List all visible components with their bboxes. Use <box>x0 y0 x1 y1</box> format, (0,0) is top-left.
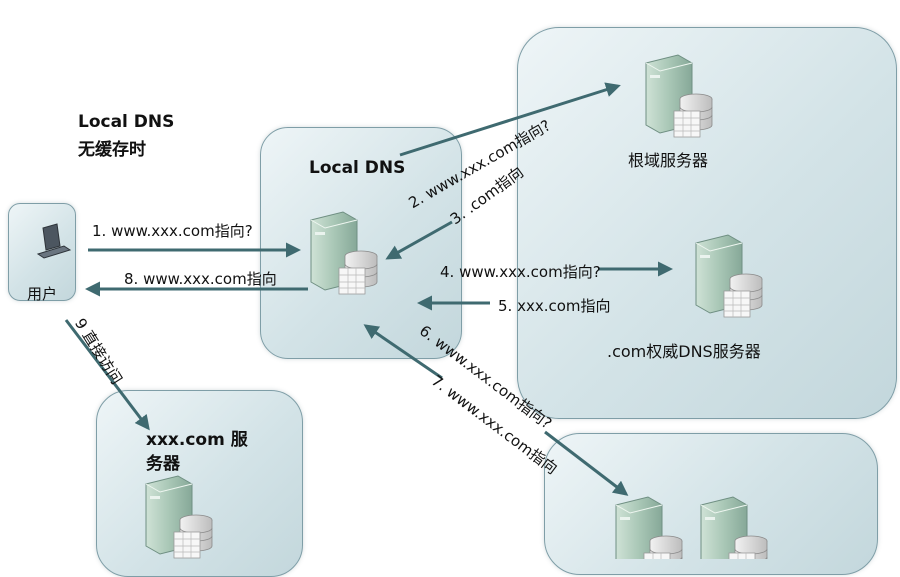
authority-panel <box>517 27 897 419</box>
xxx-server-label-line2: 务器 <box>146 454 180 474</box>
step-8-label: 8. www.xxx.com指向 <box>124 270 277 288</box>
com-server-label: .com权威DNS服务器 <box>607 342 761 361</box>
local-dns-title: Local DNS <box>309 158 406 178</box>
xxx-server-icon <box>145 475 213 559</box>
arrow-step-3 <box>385 220 453 260</box>
local-dns-server-icon <box>310 211 378 295</box>
user-label: 用户 <box>27 285 58 303</box>
arrow-step-6 <box>544 430 629 496</box>
xxx-server-label-line1: xxx.com 服 <box>146 430 248 450</box>
arrow-step-2 <box>399 82 621 157</box>
step-5-label: 5. xxx.com指向 <box>498 297 611 315</box>
lower-server-icon-1 <box>615 496 683 559</box>
laptop-icon <box>36 223 72 259</box>
diagram-graphics <box>36 54 768 559</box>
scenario-heading-line2: 无缓存时 <box>78 140 146 160</box>
arrow-step-7 <box>363 324 443 380</box>
root-server-label: 根域服务器 <box>628 151 709 170</box>
lower-server-icon-2 <box>700 496 768 559</box>
root-server-icon <box>645 54 713 138</box>
com-server-icon <box>695 234 763 318</box>
step-4-label: 4. www.xxx.com指向? <box>440 263 601 281</box>
arrow-step-9 <box>64 319 150 431</box>
scenario-heading-line1: Local DNS <box>78 112 175 132</box>
step-1-label: 1. www.xxx.com指向? <box>92 222 253 240</box>
